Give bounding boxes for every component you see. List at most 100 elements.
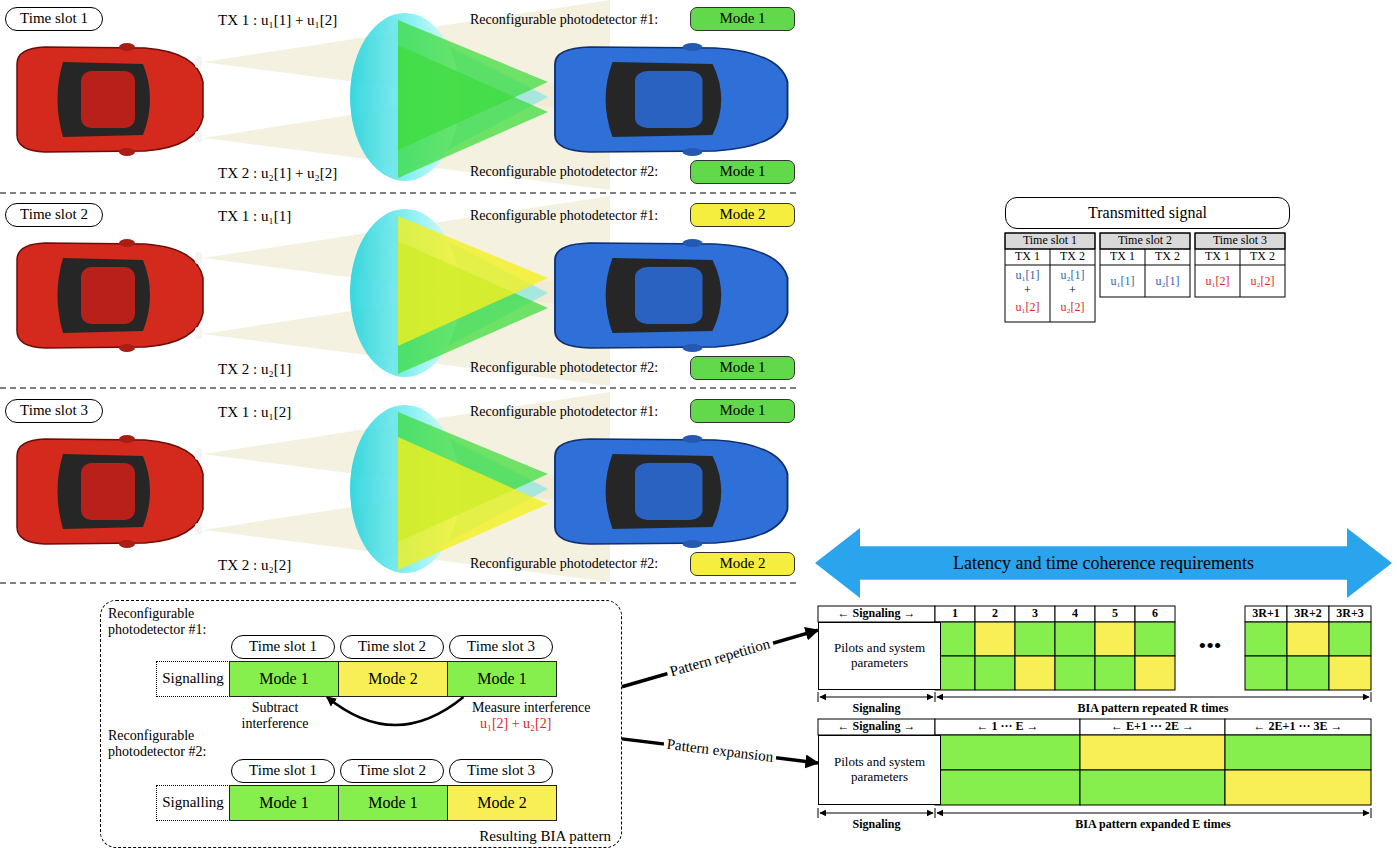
mode-cell: Mode 1 <box>229 785 339 821</box>
node-text: Mode 1 <box>719 359 765 376</box>
grid-cell <box>975 622 1015 656</box>
label-text: ••• <box>1175 628 1245 664</box>
label-text: Subtract interference <box>234 700 316 732</box>
node-text: Mode 1 <box>259 670 308 688</box>
grid-header <box>1080 719 1225 735</box>
time-slot-scene <box>17 392 788 582</box>
label-text: ← 1 ··· E → <box>935 719 1080 735</box>
node-text: Signalling <box>162 670 224 687</box>
label-text: Measure interference <box>472 700 591 716</box>
label-text: ← E+1 ··· 2E → <box>1080 719 1225 735</box>
label-text: ← 2E+1 ··· 3E → <box>1225 719 1371 735</box>
dimension-tick <box>1371 808 1372 818</box>
table-block <box>1195 233 1285 297</box>
grid-cell <box>1135 622 1175 656</box>
pilot-cell: Pilots and system parameters <box>818 735 941 805</box>
label-text: TX 1 <box>1005 249 1050 265</box>
label-text: TX 2 : u₂[1] <box>218 361 291 378</box>
grid-cell <box>1287 622 1329 656</box>
node-text: Time slot 1 <box>249 762 317 779</box>
receiver-car <box>555 435 788 548</box>
grid-cell <box>1015 656 1055 690</box>
node-text: Mode 2 <box>719 206 765 223</box>
mode-cell: Mode 1 <box>338 785 448 821</box>
grid-header <box>935 719 1080 735</box>
label-text: TX 2 <box>1145 249 1190 265</box>
label-text: u₂[2] <box>1240 273 1285 290</box>
mode-cell: Mode 1 <box>229 661 339 697</box>
table-block <box>1100 233 1190 297</box>
table-block <box>1005 233 1095 322</box>
mode-cell: Mode 1 <box>447 661 557 697</box>
node-text: Mode 1 <box>368 794 417 812</box>
label-text: Signaling <box>818 701 935 717</box>
label-text: TX 2 <box>1240 249 1285 265</box>
grid-cell <box>935 735 1080 770</box>
detector-cone <box>398 216 548 346</box>
dimension-line <box>937 813 1369 814</box>
separator <box>0 193 800 194</box>
grid-cell <box>1015 622 1055 656</box>
node-text: Mode 2 <box>368 670 417 688</box>
node-text: Pilots and system parameters <box>821 755 938 785</box>
label-text: TX 2 : u₂[2] <box>218 557 291 574</box>
table-header <box>1195 233 1285 249</box>
label-text: BIA pattern expanded E times <box>935 817 1371 833</box>
label-text: ← Signaling → <box>818 606 935 622</box>
time-slot-tag: Time slot 2 <box>5 203 103 227</box>
label-text: Reconfigurable photodetector #1: <box>470 208 658 224</box>
detector-cone <box>398 45 548 178</box>
mode-box: Mode 2 <box>690 552 795 576</box>
node-text: Latency and time coherence requirements <box>953 553 1254 574</box>
grid-cell <box>1225 735 1371 770</box>
grid-cell <box>1095 622 1135 656</box>
receiver-car <box>555 239 788 352</box>
label-text: TX 1 <box>1100 249 1145 265</box>
transmitter-car <box>17 43 203 156</box>
time-slot-tag: Time slot 1 <box>231 759 335 783</box>
beams <box>203 0 610 190</box>
table-header <box>1005 233 1095 249</box>
detector-cone <box>398 437 548 570</box>
dimension-tick <box>935 808 936 818</box>
double-arrow: Latency and time coherence requirements <box>815 528 1392 598</box>
node-text: Time slot 1 <box>249 638 317 655</box>
repetition-grid <box>818 606 1371 702</box>
label-text: u₁[2] <box>1005 299 1050 316</box>
time-slot-tag: Time slot 2 <box>340 759 444 783</box>
label-text: u₁[1] <box>1100 273 1145 290</box>
node-text: Resulting BIA pattern <box>479 828 611 845</box>
label-text: Signaling <box>818 817 935 833</box>
node-text: Mode 1 <box>719 163 765 180</box>
grid-cell <box>1080 770 1225 805</box>
connector <box>327 697 464 725</box>
edge-label: Pattern repetition <box>665 635 775 682</box>
grid-cell <box>1055 622 1095 656</box>
label-text: TX 1 : u₁[1] <box>218 208 291 225</box>
receiver-car <box>555 43 788 156</box>
label-text: 6 <box>1135 606 1175 622</box>
label-text: 5 <box>1095 606 1135 622</box>
time-slot-scene <box>17 0 788 190</box>
node-text: Mode 1 <box>719 402 765 419</box>
node-text: Mode 2 <box>477 794 526 812</box>
double-arrow-body <box>815 528 1392 598</box>
node-text: Time slot 1 <box>20 10 88 27</box>
label-text: Time slot 1 <box>1005 233 1095 249</box>
dimension-line <box>820 697 933 698</box>
dimension-tick <box>1371 692 1372 702</box>
mode-cell: Mode 2 <box>338 661 448 697</box>
dimension-tick <box>935 692 936 702</box>
separator <box>0 583 800 584</box>
table-line <box>1050 249 1051 322</box>
mode-box: Mode 1 <box>690 399 795 423</box>
grid-cell <box>1225 770 1371 805</box>
grid-header <box>1225 719 1371 735</box>
grid-header <box>1287 606 1329 622</box>
label-text: u₂[1] <box>1145 273 1190 290</box>
label-text: Time slot 3 <box>1195 233 1285 249</box>
grid-header <box>1055 606 1095 622</box>
label-text: Reconfigurable photodetector #2: <box>108 728 226 760</box>
node-text: Mode 1 <box>259 794 308 812</box>
node-text: Pilots and system parameters <box>821 641 938 671</box>
